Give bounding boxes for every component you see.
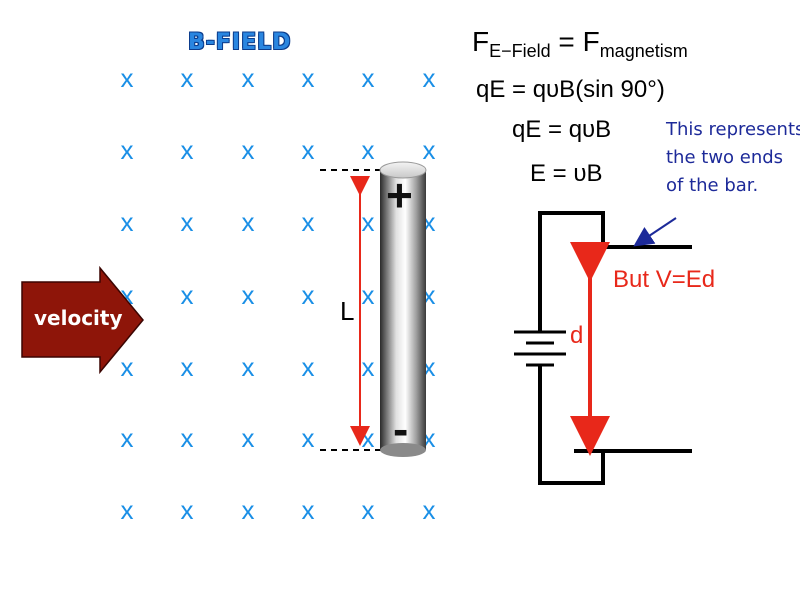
field-cross: x [302,423,315,453]
field-cross: x [362,495,375,525]
field-cross: x [362,135,375,165]
bar-ends-note: This represents the two ends of the bar. [666,119,800,196]
equation-qe-qvb-sin: qE = qυB(sin 90°) [476,76,665,103]
field-cross: x [242,63,255,93]
field-cross: x [302,352,315,382]
positive-end-sign: + [386,169,413,221]
field-cross: x [302,135,315,165]
velocity-arrow-shape [21,265,144,375]
field-cross: x [362,280,375,310]
eq1-equals: = [550,26,583,57]
equation-force-balance: FE−Field = Fmagnetism [472,26,688,62]
field-cross: x [121,135,134,165]
field-cross: x [302,280,315,310]
field-cross: x [121,207,134,237]
field-cross: x [362,63,375,93]
equation-qe-qvb: qE = qυB [512,116,612,143]
conducting-bar [380,171,426,450]
field-cross: x [242,352,255,382]
length-label: L [340,296,355,326]
field-cross: x [423,495,436,525]
field-cross: x [242,423,255,453]
field-cross: x [121,495,134,525]
field-cross: x [121,63,134,93]
field-cross: x [423,135,436,165]
eq1-rhs-sub: magnetism [599,41,688,61]
field-cross: x [181,495,194,525]
field-cross: x [121,423,134,453]
b-field-title: B-FIELD [188,30,292,55]
gap-label: d [570,322,584,349]
field-cross: x [121,352,134,382]
equation-e-vb: E = υB [530,160,603,187]
field-cross: x [423,63,436,93]
field-cross: x [242,135,255,165]
field-cross: x [181,352,194,382]
field-cross: x [181,135,194,165]
eq1-rhs: F [582,26,600,57]
field-cross: x [362,352,375,382]
field-cross: x [362,423,375,453]
field-cross: x [242,280,255,310]
field-cross: x [181,423,194,453]
velocity-label: velocity [34,306,123,330]
field-cross: x [362,207,375,237]
field-cross: x [181,280,194,310]
field-cross: x [302,63,315,93]
bar-top-cap [379,161,427,179]
eq1-lhs: F [472,26,490,57]
note-pointer-arrow [633,217,677,247]
field-cross: x [302,207,315,237]
field-cross: x [181,207,194,237]
eq1-lhs-sub: E−Field [489,41,551,61]
negative-end-sign: - [393,403,409,455]
field-cross: x [181,63,194,93]
bar-bottom-cap [380,443,426,457]
field-cross: x [242,207,255,237]
battery-circuit [514,211,692,485]
field-cross: x [242,495,255,525]
field-cross: x [302,495,315,525]
voltage-relation: But V=Ed [613,266,716,293]
